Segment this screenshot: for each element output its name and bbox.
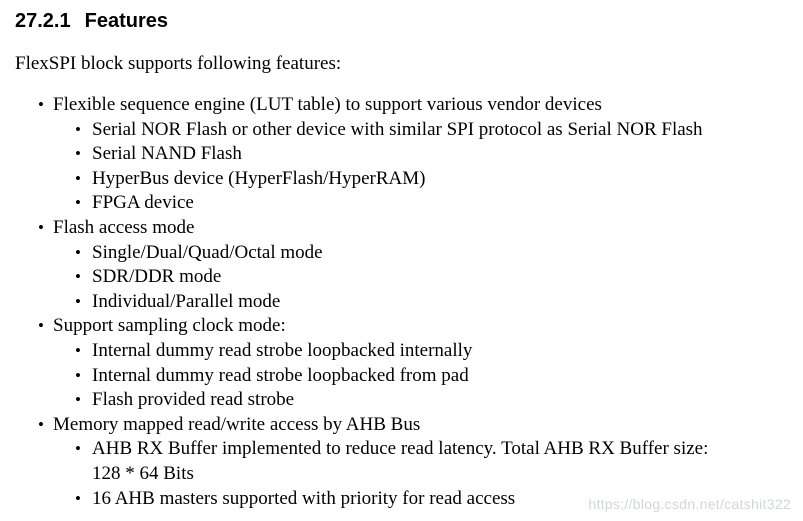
sub-list: Internal dummy read strobe loopbacked in… bbox=[53, 339, 803, 413]
list-item-text: Flexible sequence engine (LUT table) to … bbox=[53, 94, 602, 115]
intro-text: FlexSPI block supports following feature… bbox=[15, 53, 342, 74]
section-number: 27.2.1 bbox=[15, 10, 71, 32]
list-item-text: Flash access mode bbox=[53, 216, 195, 238]
list-item: SDR/DDR mode bbox=[53, 265, 803, 290]
list-item: 16 AHB masters supported with priority f… bbox=[53, 487, 803, 512]
list-item: Internal dummy read strobe loopbacked fr… bbox=[53, 364, 803, 389]
list-item: Flash access mode Single/Dual/Quad/Octal… bbox=[15, 216, 803, 314]
list-item: Flexible sequence engine (LUT table) to … bbox=[15, 93, 803, 216]
sub-list: Single/Dual/Quad/Octal mode SDR/DDR mode… bbox=[53, 241, 803, 315]
list-item-text: Support sampling clock mode: bbox=[53, 315, 286, 337]
section-title: Features bbox=[84, 10, 168, 32]
watermark-url: https://blog.csdn.net/catshit322 bbox=[588, 496, 791, 512]
list-item: FPGA device bbox=[53, 191, 803, 216]
list-item: Memory mapped read/write access by AHB B… bbox=[15, 413, 803, 511]
list-item: Serial NOR Flash or other device with si… bbox=[53, 118, 803, 143]
list-item: Individual/Parallel mode bbox=[53, 290, 803, 315]
list-item: HyperBus device (HyperFlash/HyperRAM) bbox=[53, 167, 803, 192]
list-item: AHB RX Buffer implemented to reduce read… bbox=[53, 437, 710, 486]
sub-list: AHB RX Buffer implemented to reduce read… bbox=[53, 437, 803, 511]
list-item: Support sampling clock mode: Internal du… bbox=[15, 314, 803, 412]
section-heading: 27.2.1 Features bbox=[15, 10, 803, 32]
list-item: Internal dummy read strobe loopbacked in… bbox=[53, 339, 803, 364]
feature-list: Flexible sequence engine (LUT table) to … bbox=[15, 93, 803, 511]
list-item: Flash provided read strobe bbox=[53, 388, 803, 413]
list-item: Single/Dual/Quad/Octal mode bbox=[53, 241, 803, 266]
list-item-text: Memory mapped read/write access by AHB B… bbox=[53, 413, 421, 435]
list-item: Serial NAND Flash bbox=[53, 142, 803, 167]
sub-list: Serial NOR Flash or other device with si… bbox=[53, 118, 803, 216]
